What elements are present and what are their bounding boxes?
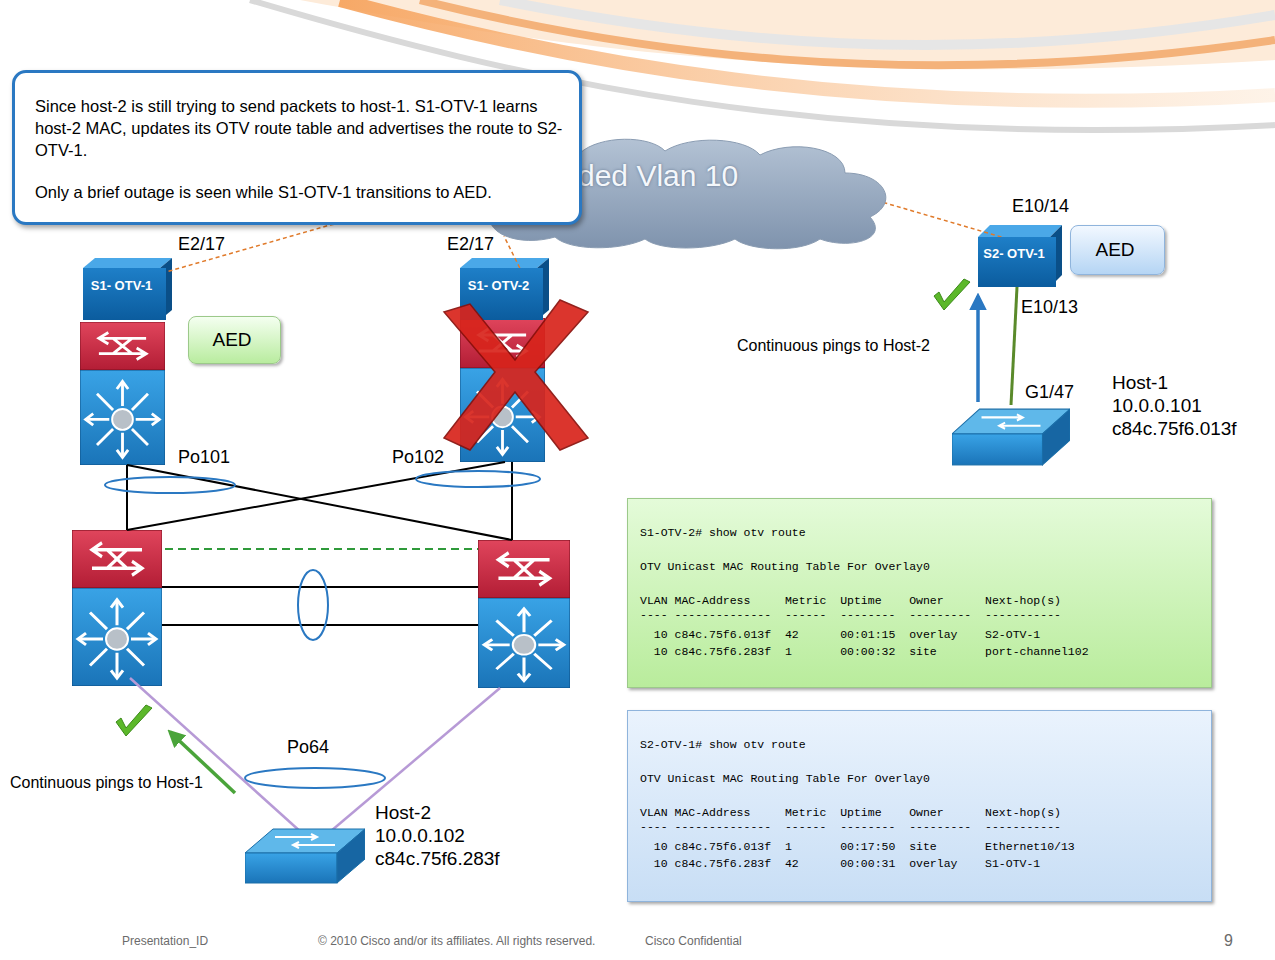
port-label: G1/47 <box>1025 382 1074 403</box>
port-channel-ring <box>245 768 385 788</box>
aed-badge: AED <box>188 316 281 364</box>
nexus-switch <box>460 368 545 462</box>
node-text: ---- -------------- ------ -------- ----… <box>640 608 1061 622</box>
node-text: ded Vlan 10 <box>578 159 738 193</box>
page-number: 9 <box>1224 932 1233 950</box>
node-text: Host-1 10.0.0.101 c84c.75f6.013f <box>1112 371 1257 440</box>
node-text: OTV Unicast MAC Routing Table For Overla… <box>640 772 930 786</box>
nexus-switch <box>72 530 162 588</box>
otv-device: S1- OTV-2 <box>460 268 543 320</box>
port-label: E2/17 <box>178 234 225 255</box>
nexus-switch <box>478 540 570 598</box>
node-text: Since host-2 is still trying to send pac… <box>35 95 565 161</box>
swoosh-band <box>300 0 1275 69</box>
link-line <box>504 236 520 268</box>
swoosh-stroke <box>500 0 1275 45</box>
node-text: AED <box>189 329 275 351</box>
node-text: 10 c84c.75f6.283f 1 00:00:32 site port-c… <box>640 645 1089 659</box>
node-text: 10 c84c.75f6.013f 1 00:17:50 site Ethern… <box>640 840 1075 854</box>
node-text: Host-2 10.0.0.102 c84c.75f6.283f <box>375 801 520 870</box>
footer-text: Presentation_ID <box>122 934 208 948</box>
node-text: 10 c84c.75f6.013f 42 00:01:15 overlay S2… <box>640 628 1040 642</box>
otv-device: S1- OTV-1 <box>83 268 166 320</box>
nexus-switch <box>80 370 165 465</box>
ping-note: Continuous pings to Host-2 <box>737 337 930 355</box>
ping-note: Continuous pings to Host-1 <box>10 774 203 792</box>
peer-keepalive <box>165 548 478 550</box>
link-line <box>869 198 1001 237</box>
nexus-switch <box>72 588 162 686</box>
port-channel-ring <box>105 477 235 493</box>
port-label: E2/17 <box>447 234 494 255</box>
nexus-switch <box>460 318 545 368</box>
port-channel-label: Po64 <box>287 737 329 758</box>
port-channel-ring <box>298 570 328 640</box>
port-channel-ring <box>416 471 540 487</box>
failure-cross <box>444 300 588 450</box>
node-text: OTV Unicast MAC Routing Table For Overla… <box>640 560 930 574</box>
check-mark <box>934 279 970 310</box>
port-channel-label: Po102 <box>392 447 444 468</box>
node-text: S1- OTV-2 <box>460 278 537 294</box>
switch-icon <box>245 825 365 885</box>
port-channel-label: Po101 <box>178 447 230 468</box>
node-text: S1-OTV-2# show otv route <box>640 526 806 540</box>
node-text: S1- OTV-1 <box>83 278 160 294</box>
ping-arrow <box>976 296 980 402</box>
footer-text: © 2010 Cisco and/or its affiliates. All … <box>318 934 595 948</box>
node-text: S2-OTV-1# show otv route <box>640 738 806 752</box>
switch-icon <box>952 405 1070 467</box>
swoosh-stroke <box>420 0 1275 65</box>
host-switch: Host-2 10.0.0.102 c84c.75f6.283f <box>245 825 365 885</box>
link-line <box>1011 287 1017 405</box>
node-text: ---- -------------- ------ -------- ----… <box>640 820 1061 834</box>
otv-device: S2- OTV-1 <box>978 237 1056 287</box>
host-switch: Host-1 10.0.0.101 c84c.75f6.013f <box>952 405 1070 467</box>
aed-badge: AED <box>1070 225 1165 275</box>
cli-output-panel: S2-OTV-1# show otv routeOTV Unicast MAC … <box>627 710 1212 902</box>
port-label: E10/13 <box>1021 297 1078 318</box>
check-mark <box>116 705 152 736</box>
node-text: VLAN MAC-Address Metric Uptime Owner Nex… <box>640 594 1061 608</box>
nexus-switch <box>478 598 570 688</box>
host-links <box>130 678 500 842</box>
nexus-switch <box>80 322 165 370</box>
node-text: AED <box>1071 239 1159 261</box>
callout-box: Since host-2 is still trying to send pac… <box>12 70 582 225</box>
node-text: VLAN MAC-Address Metric Uptime Owner Nex… <box>640 806 1061 820</box>
footer-text: Cisco Confidential <box>645 934 742 948</box>
cli-output-panel: S1-OTV-2# show otv routeOTV Unicast MAC … <box>627 498 1212 688</box>
node-text: S2- OTV-1 <box>978 246 1050 262</box>
port-label: E10/14 <box>1012 196 1069 217</box>
node-text: Only a brief outage is seen while S1-OTV… <box>35 181 565 203</box>
node-text: 10 c84c.75f6.283f 42 00:00:31 overlay S1… <box>640 857 1040 871</box>
